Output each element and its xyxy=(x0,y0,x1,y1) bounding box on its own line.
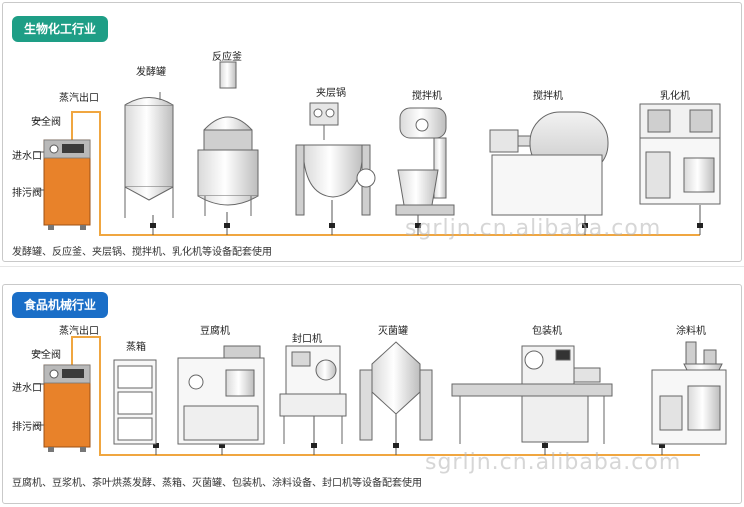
label-jacketed-kettle: 夹层锅 xyxy=(316,88,346,99)
label-reactor: 反应釜 xyxy=(212,52,242,63)
label-mixer-1: 搅拌机 xyxy=(412,91,442,102)
section-divider xyxy=(0,266,744,267)
section1-caption: 发酵罐、反应釜、夹层锅、搅拌机、乳化机等设备配套使用 xyxy=(12,247,272,258)
steam-pipe-1 xyxy=(71,111,700,236)
label-sealer: 封口机 xyxy=(292,334,322,345)
boiler-pipes-2 xyxy=(34,351,44,426)
watermark-1: sgrljn.cn.alibaba.com xyxy=(405,216,662,241)
label-water-inlet-1: 进水口 xyxy=(12,151,42,162)
mixer-1-icon xyxy=(395,107,455,216)
label-steam-outlet-1: 蒸汽出口 xyxy=(59,93,99,104)
label-coating-machine: 涂料机 xyxy=(676,326,706,337)
steam-boiler-1 xyxy=(43,139,91,230)
label-steam-outlet-2: 蒸汽出口 xyxy=(59,326,99,337)
sealer-icon xyxy=(279,345,347,444)
reactor-icon xyxy=(197,61,259,216)
label-drain-valve-2: 排污阀 xyxy=(12,422,42,433)
valve-markers-1 xyxy=(150,223,703,228)
label-sterilizer: 灭菌罐 xyxy=(378,326,408,337)
section2-caption: 豆腐机、豆浆机、茶叶烘蒸发酵、蒸箱、灭菌罐、包装机、涂料设备、封口机等设备配套使… xyxy=(12,478,422,489)
coating-machine-icon xyxy=(651,341,727,445)
label-drain-valve-1: 排污阀 xyxy=(12,188,42,199)
boiler-pipes-1 xyxy=(34,119,44,191)
label-water-inlet-2: 进水口 xyxy=(12,383,42,394)
steam-pipe-2 xyxy=(71,336,700,456)
packing-machine-icon xyxy=(451,345,613,444)
steamer-icon xyxy=(113,359,157,445)
emulsifier-icon xyxy=(639,103,721,205)
fermenter-icon xyxy=(124,92,174,218)
label-tofu-machine: 豆腐机 xyxy=(200,326,230,337)
jacketed-kettle-icon xyxy=(295,102,376,216)
watermark-2: sgrljn.cn.alibaba.com xyxy=(425,450,682,475)
label-mixer-2: 搅拌机 xyxy=(533,91,563,102)
label-emulsifier: 乳化机 xyxy=(660,91,690,102)
label-fermenter: 发酵罐 xyxy=(136,67,166,78)
mixer-2-icon xyxy=(489,111,609,216)
label-packing-machine: 包装机 xyxy=(532,326,562,337)
label-steamer: 蒸箱 xyxy=(126,342,146,353)
label-safety-valve-2: 安全阀 xyxy=(31,350,61,361)
tofu-machine-icon xyxy=(177,345,265,445)
valve-markers-2 xyxy=(153,443,665,448)
steam-boiler-2 xyxy=(43,364,91,452)
section1-title-badge: 生物化工行业 xyxy=(12,16,109,42)
section2-title-badge: 食品机械行业 xyxy=(12,292,109,318)
label-safety-valve-1: 安全阀 xyxy=(31,117,61,128)
sterilizer-icon xyxy=(359,341,433,441)
